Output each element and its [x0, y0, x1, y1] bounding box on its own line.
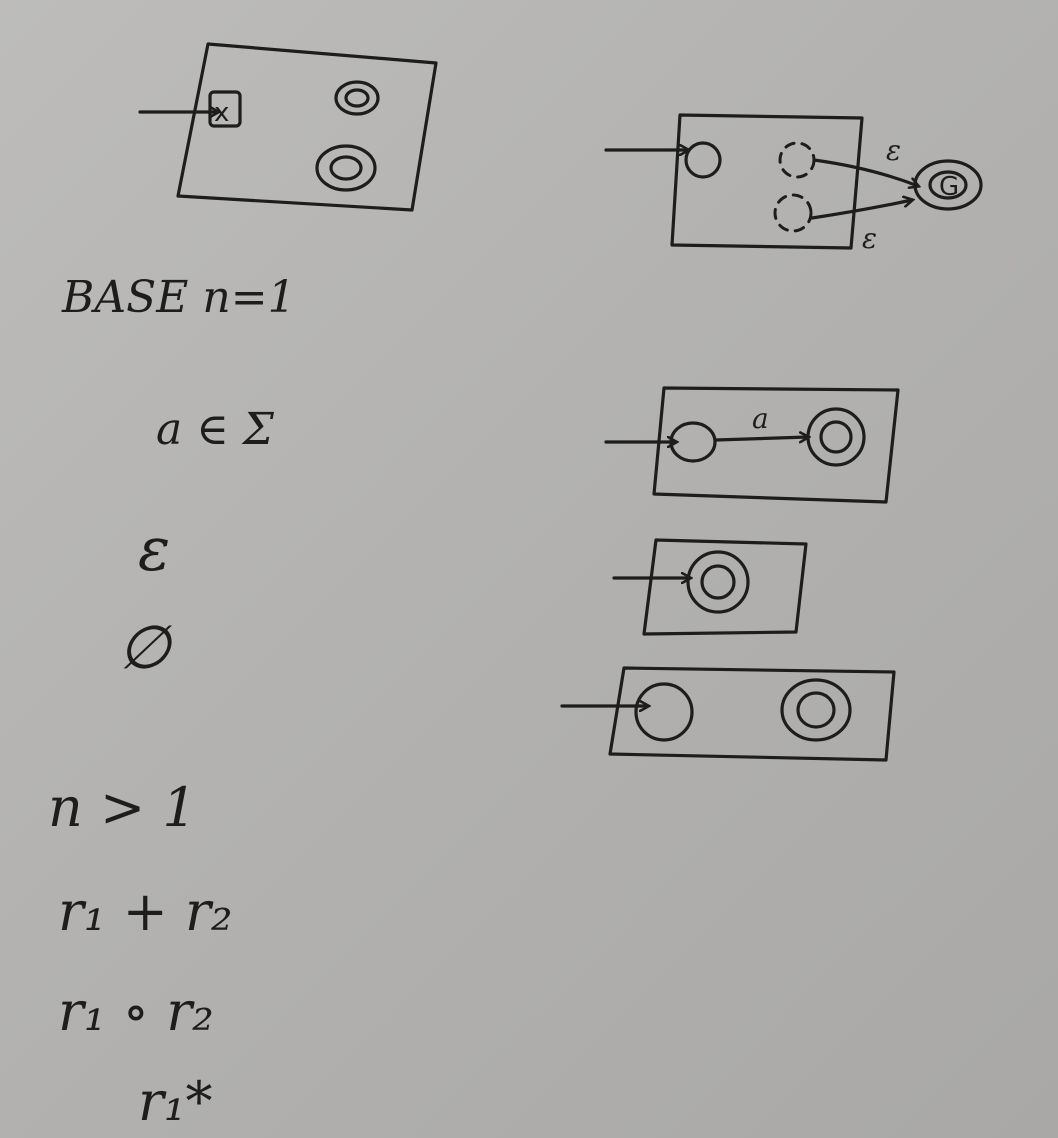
generic-start-state	[208, 90, 242, 128]
epsilon-label-2: ε	[862, 222, 877, 255]
symbol-nfa-box	[652, 386, 900, 504]
empty-set-nfa-diagram	[560, 666, 896, 762]
symbol-nfa-diagram: a	[604, 386, 900, 504]
epsilon-nfa-box	[642, 538, 808, 636]
epsilon-arrow-1	[812, 158, 918, 186]
symbol-accept-state	[806, 407, 866, 467]
epsilon-start-accept-state	[686, 550, 750, 614]
symbol-transition-arrow	[714, 437, 808, 440]
generic-start-mark: x	[214, 98, 229, 128]
empty-set-case-label: ∅	[118, 613, 173, 683]
generic-nfa-diagram: x	[138, 42, 438, 212]
epsilon-label-1: ε	[886, 134, 901, 167]
symbol-case-label: a ∈ Σ	[156, 404, 275, 455]
concat-case-label: r₁ ∘ r₂	[58, 980, 214, 1043]
empty-set-start-state	[634, 682, 694, 742]
epsilon-case-label: ε	[138, 515, 170, 585]
empty-set-accept-state	[780, 678, 852, 742]
single-accept-start-state	[684, 141, 722, 179]
generic-accept-state-1	[334, 80, 380, 116]
inductive-case-heading: n > 1	[48, 776, 197, 839]
symbol-transition-label: a	[752, 402, 769, 435]
new-accept-label: G	[939, 172, 959, 202]
old-accept-state-1	[778, 141, 816, 179]
generic-nfa-box	[176, 42, 438, 212]
epsilon-nfa-diagram	[612, 538, 808, 636]
single-accept-box	[670, 113, 864, 250]
single-accept-nfa-diagram: ε ε G	[604, 113, 983, 255]
generic-accept-state-2	[315, 144, 377, 192]
old-accept-state-2	[773, 193, 813, 233]
epsilon-arrow-2	[810, 200, 912, 220]
union-case-label: r₁ + r₂	[58, 880, 233, 943]
base-case-heading: BASE n=1	[61, 272, 296, 323]
empty-set-nfa-box	[608, 666, 896, 762]
new-accept-state	[913, 159, 983, 211]
symbol-start-state	[669, 421, 717, 463]
star-case-label: r₁*	[138, 1070, 212, 1133]
